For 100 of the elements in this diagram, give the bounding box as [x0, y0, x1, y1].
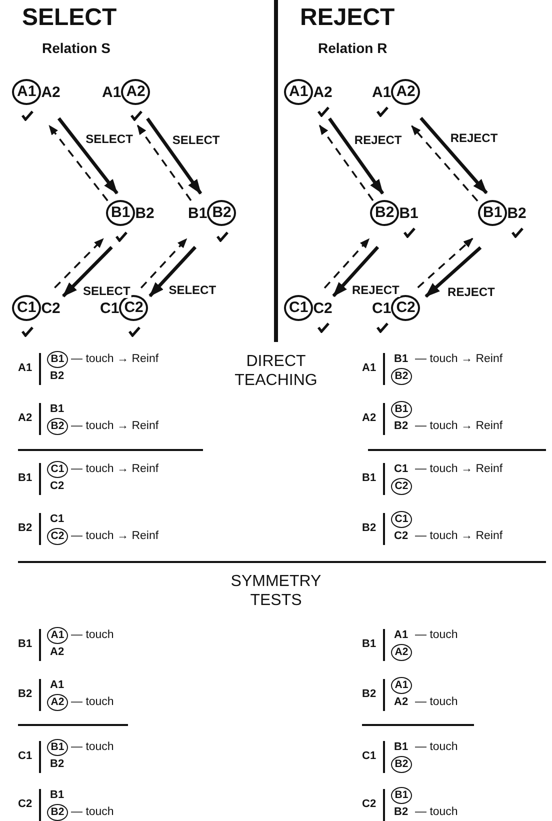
- edge-label: SELECT: [171, 133, 221, 148]
- response-text: — touch: [71, 805, 114, 820]
- sample-label: B1: [362, 637, 376, 652]
- stimulus-label: C1: [50, 512, 64, 527]
- arrow: [136, 124, 192, 201]
- arrow: [48, 124, 108, 202]
- circled-stimulus: C1: [284, 295, 314, 321]
- circled-stimulus: A1: [47, 627, 68, 644]
- arrow: [318, 124, 374, 201]
- edge-label: SELECT: [82, 284, 132, 298]
- sample-label: A2: [18, 411, 32, 426]
- sample-label: B2: [18, 687, 32, 702]
- stimulus-label: B1: [394, 352, 408, 367]
- circled-stimulus: B2: [207, 200, 236, 226]
- arrow: [57, 117, 118, 194]
- section-title: DIRECT TEACHING: [234, 352, 318, 390]
- panel-heading: SELECT: [22, 4, 117, 32]
- sample-label: C1: [18, 749, 32, 764]
- circled-stimulus: B2: [370, 200, 400, 226]
- edge-label: REJECT: [449, 130, 499, 145]
- response-text: — touch → Reinf: [415, 462, 503, 477]
- circled-stimulus: B1: [391, 787, 412, 804]
- stimulus-label: C2: [394, 529, 408, 544]
- arrow: [420, 116, 488, 194]
- panel-subheading: Relation S: [42, 40, 110, 56]
- stimulus-label: B1: [188, 204, 208, 222]
- response-text: — touch: [415, 805, 458, 820]
- response-text: — touch: [415, 740, 458, 755]
- sample-label: C2: [18, 797, 32, 812]
- circled-stimulus: B2: [47, 804, 68, 821]
- arrow: [54, 238, 104, 288]
- arrow: [328, 118, 384, 194]
- edge-label: REJECT: [350, 282, 400, 297]
- circled-stimulus: A1: [12, 79, 42, 105]
- stimulus-label: A1: [102, 84, 122, 100]
- edge-label: SELECT: [168, 282, 218, 297]
- stimulus-label: B2: [50, 757, 64, 772]
- response-text: — touch: [71, 695, 114, 710]
- stimulus-label: A1: [394, 628, 408, 643]
- circled-stimulus: B1: [106, 200, 136, 226]
- response-text: — touch: [71, 740, 114, 755]
- edge-label: REJECT: [446, 285, 496, 300]
- response-text: — touch: [71, 628, 114, 643]
- circled-stimulus: A2: [121, 79, 150, 105]
- stimulus-label: C2: [50, 479, 64, 494]
- response-text: — touch → Reinf: [415, 352, 503, 367]
- stimulus-label: C1: [100, 300, 120, 316]
- stimulus-label: B1: [399, 204, 418, 222]
- stimulus-label: C1: [372, 300, 392, 316]
- stimulus-label: C1: [394, 462, 408, 477]
- arrow: [62, 246, 113, 298]
- sample-label: B2: [18, 521, 32, 536]
- arrow: [324, 238, 370, 289]
- arrow: [332, 246, 380, 298]
- circled-stimulus: A1: [391, 677, 412, 694]
- arrow: [411, 125, 478, 202]
- circled-stimulus: A2: [47, 694, 68, 711]
- circled-stimulus: C1: [391, 511, 412, 528]
- sample-label: A1: [362, 361, 376, 376]
- stimulus-label: B2: [507, 204, 526, 222]
- stimulus-label: A2: [313, 84, 332, 100]
- stimulus-label: B2: [394, 419, 408, 434]
- stimulus-label: B1: [50, 402, 64, 417]
- sample-label: B1: [362, 471, 376, 486]
- panel-heading: REJECT: [300, 4, 395, 32]
- circled-stimulus: A2: [391, 79, 420, 105]
- circled-stimulus: C1: [12, 295, 42, 321]
- sample-label: B1: [18, 471, 32, 486]
- sample-label: B1: [18, 637, 32, 652]
- arrow: [148, 246, 197, 298]
- arrow: [424, 246, 482, 298]
- sample-label: B2: [362, 687, 376, 702]
- edge-label: REJECT: [353, 133, 403, 148]
- edge-label: SELECT: [84, 132, 134, 146]
- arrow: [417, 238, 474, 288]
- circled-stimulus: B1: [478, 200, 508, 226]
- response-text: — touch → Reinf: [71, 462, 159, 477]
- circled-stimulus: A2: [391, 644, 412, 661]
- response-text: — touch → Reinf: [415, 419, 503, 434]
- response-text: — touch → Reinf: [71, 352, 159, 367]
- section-title: SYMMETRY TESTS: [230, 572, 322, 610]
- circled-stimulus: B1: [47, 351, 68, 368]
- circled-stimulus: B1: [391, 401, 412, 418]
- sample-label: C1: [362, 749, 376, 764]
- circled-stimulus: C2: [47, 528, 68, 545]
- sample-label: C2: [362, 797, 376, 812]
- response-text: — touch → Reinf: [71, 419, 159, 434]
- stimulus-label: B2: [50, 369, 64, 384]
- circled-stimulus: B2: [47, 418, 68, 435]
- stimulus-label: A1: [372, 84, 392, 100]
- circled-stimulus: A1: [284, 79, 314, 105]
- stimulus-label: C2: [41, 300, 60, 316]
- stimulus-label: B2: [394, 805, 408, 820]
- stimulus-label: B1: [50, 788, 64, 803]
- stimulus-label: A2: [394, 695, 408, 710]
- stimulus-label: A2: [50, 645, 64, 660]
- stimulus-label: B2: [135, 204, 154, 222]
- circled-stimulus: C2: [391, 478, 412, 495]
- arrow: [146, 118, 202, 194]
- circled-stimulus: B2: [391, 756, 412, 773]
